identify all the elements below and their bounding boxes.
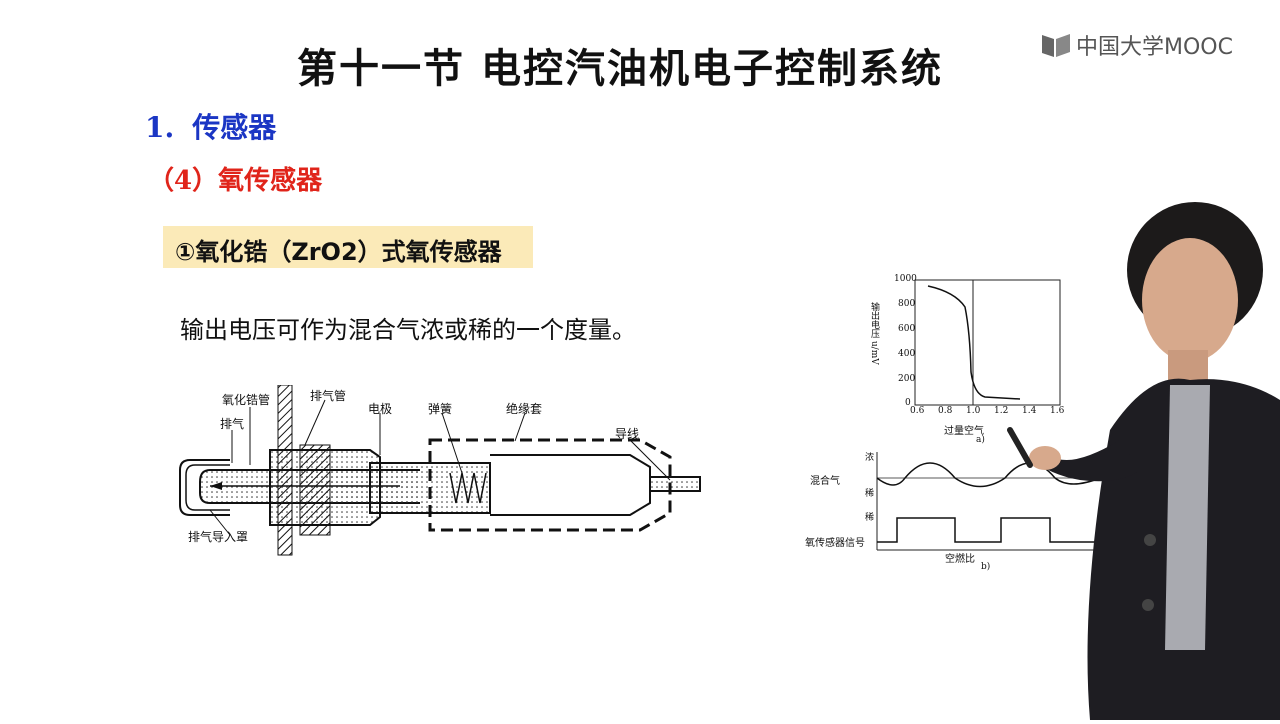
page-title: 第十一节 电控汽油机电子控制系统	[297, 45, 943, 92]
xtick: 0.6	[910, 406, 925, 416]
sensor-diagram: 氧化锆管 排气管 排气 电极 弹簧 绝缘套 导线 排气导入罩	[170, 384, 710, 560]
signal-waveform-chart	[876, 452, 1101, 551]
x-axis-label: 过量空气	[944, 426, 984, 437]
label-mixture: 混合气	[810, 476, 840, 487]
ytick: 400	[898, 349, 916, 359]
caption: a)	[976, 435, 985, 445]
mooc-logo: 中国大学MOOC	[1040, 28, 1240, 62]
book-icon	[1042, 34, 1070, 57]
xtick: 1.2	[994, 406, 1009, 416]
xtick: 1.6	[1050, 406, 1065, 416]
xtick: 1.0	[966, 406, 981, 416]
signal-graph: 浓 混合气 稀 稀 氧传感器信号 空燃比 b)	[805, 450, 1105, 575]
label-exhaust-hood: 排气导入罩	[188, 530, 249, 544]
highlight-label: ①氧化锆（ZrO2）式氧传感器	[175, 238, 502, 266]
body-text: 输出电压可作为混合气浓或稀的一个度量。	[180, 316, 636, 344]
caption: b)	[981, 562, 991, 572]
xtick: 0.8	[938, 406, 953, 416]
presenter	[990, 200, 1280, 720]
section-number: 1.	[145, 111, 175, 144]
label-sensor-signal: 氧传感器信号	[805, 538, 865, 549]
ytick: 1000	[894, 274, 917, 284]
label-spring: 弹簧	[428, 402, 453, 416]
sensor-cross-section	[179, 384, 701, 556]
ytick: 200	[898, 374, 916, 384]
label-exhaust: 排气	[220, 417, 245, 431]
label-lean-2: 稀	[865, 513, 875, 523]
voltage-graph: 1000 800 600 400 200 0 0.6 0.8 1.0 1.2 1…	[860, 272, 1070, 452]
label-wire: 导线	[615, 427, 640, 441]
ytick: 600	[898, 324, 916, 334]
subsection-heading: （4）氧传感器	[148, 166, 323, 196]
presenter-figure	[1007, 202, 1280, 720]
label-rich: 浓	[865, 453, 875, 463]
ytick: 0	[905, 398, 911, 408]
label-insulation: 绝缘套	[506, 402, 543, 416]
label-exhaust-pipe: 排气管	[310, 389, 347, 403]
xtick: 1.4	[1022, 406, 1037, 416]
logo-text: 中国大学MOOC	[1076, 35, 1233, 60]
label-lean: 稀	[865, 489, 875, 499]
highlight-box: ①氧化锆（ZrO2）式氧传感器	[163, 226, 533, 268]
label-zirconia-tube: 氧化锆管	[222, 393, 271, 407]
y-axis-label: 输出电压 u/mV	[869, 302, 879, 365]
label-electrode: 电极	[368, 402, 393, 416]
ytick: 800	[898, 299, 916, 309]
voltage-curve-chart	[914, 279, 1061, 406]
section-label: 传感器	[192, 111, 277, 144]
section-heading: 1. 传感器	[145, 106, 276, 146]
x-axis-label: 空燃比	[945, 554, 975, 565]
